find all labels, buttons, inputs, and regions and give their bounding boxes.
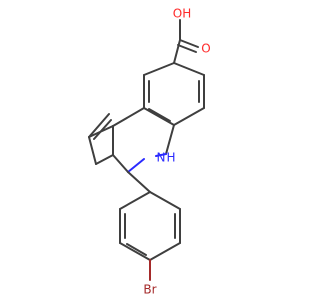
atom-nitrogen-hydrogen: H (166, 151, 175, 165)
bond-c-o-double-b (177, 44, 197, 53)
bond (119, 191, 151, 210)
atom-carbonyl-oxygen: O (201, 42, 210, 56)
fused-rings: N H (88, 107, 176, 173)
bond (143, 62, 175, 76)
double-bond-inner (93, 119, 112, 140)
bond (88, 136, 97, 165)
atom-bromine: Br (143, 283, 156, 297)
bond-c-n (155, 153, 167, 157)
inner-double-bond (126, 243, 147, 256)
bond-c-o-double-a (179, 39, 199, 48)
molecule-structure: O OH N (88, 7, 211, 297)
bond (173, 107, 205, 126)
atom-nitrogen: N (157, 151, 166, 165)
bond (143, 107, 175, 126)
bromophenyl-ring: Br (119, 171, 181, 297)
bond (127, 171, 151, 193)
bond (173, 62, 205, 76)
bond (95, 154, 114, 165)
bond-n-c (127, 158, 145, 173)
bond (88, 113, 110, 138)
bond (112, 154, 129, 173)
bond (112, 107, 145, 127)
bond-c-ring (173, 39, 181, 64)
aromatic-ring-a (143, 62, 205, 126)
bond (149, 242, 181, 261)
carboxylic-acid-group: O OH (173, 7, 211, 64)
bond (149, 191, 181, 210)
inner-double-bond (148, 108, 171, 122)
molecule-canvas: O OH N (88, 7, 211, 297)
bond (119, 242, 151, 261)
bond (165, 124, 175, 155)
atom-hydroxyl: OH (173, 7, 191, 21)
